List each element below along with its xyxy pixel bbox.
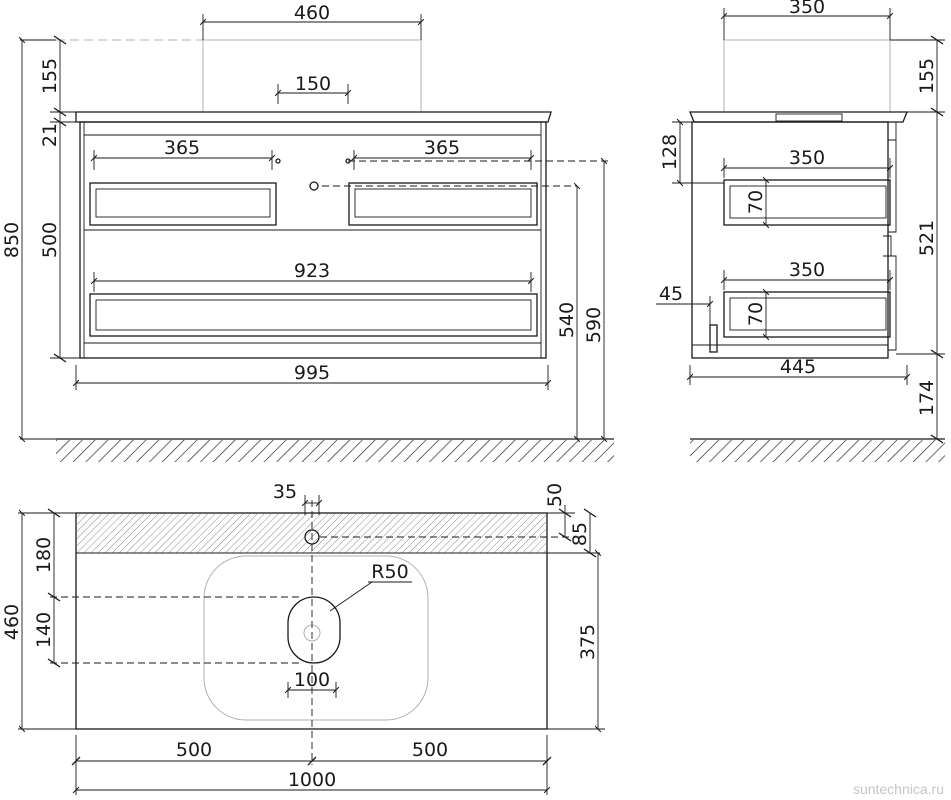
dim-outlet-height: 590	[583, 307, 605, 343]
side-lower-drawer	[723, 291, 891, 338]
top-view: R50 35 100 460 180 140 50 85 3	[1, 481, 605, 795]
dim-side-handle-upper: 70	[745, 190, 767, 214]
dim-side-drawer-lower: 350	[789, 259, 825, 281]
dim-side-front-inset: 45	[659, 283, 683, 305]
dim-drain-height: 540	[556, 302, 578, 338]
dim-side-body-height: 521	[916, 220, 938, 256]
dim-total-width: 1000	[288, 769, 336, 791]
side-view: 350 350 70 350 70 128 45 445	[656, 0, 945, 462]
dim-side-body-depth: 445	[780, 356, 816, 378]
dim-top-total-depth: 460	[1, 604, 23, 640]
side-countertop	[689, 111, 908, 123]
lower-drawer	[89, 293, 538, 337]
dim-side-basin-height: 155	[916, 58, 938, 94]
dim-drain-width: 100	[294, 669, 330, 691]
front-countertop	[75, 111, 552, 123]
dim-side-upper-offset: 128	[659, 134, 681, 170]
dim-corner-radius: R50	[371, 561, 408, 583]
dim-top-width: 460	[294, 2, 330, 24]
watermark: suntechnica.ru	[853, 781, 944, 797]
dim-left-half: 500	[176, 739, 212, 761]
side-upper-drawer	[723, 179, 891, 226]
dim-side-basin-depth: 350	[789, 0, 825, 18]
side-cabinet-body	[691, 121, 889, 359]
front-view: 460 150 365 365 923 995 850	[1, 2, 614, 462]
dim-side-floor-clearance: 174	[916, 380, 938, 416]
top-outline	[75, 512, 548, 730]
dim-drain-depth: 375	[577, 624, 599, 660]
dim-tap-width: 150	[295, 73, 331, 95]
dim-lower-drawer: 923	[294, 260, 330, 282]
dim-right-half: 500	[412, 739, 448, 761]
dim-tap-hole-edge: 50	[544, 483, 566, 507]
side-basin-outline	[723, 39, 891, 113]
basin-bowl-outline	[203, 555, 429, 721]
dim-body-width: 995	[294, 362, 330, 384]
dim-top-thickness: 21	[39, 123, 61, 147]
dim-total-height: 850	[1, 222, 23, 258]
upper-right-drawer	[348, 182, 538, 226]
dim-drain-spacing: 140	[33, 612, 55, 648]
dim-body-height: 500	[39, 222, 61, 258]
dim-tap-hole-offset: 35	[273, 481, 297, 503]
dim-hatch-depth: 85	[569, 522, 591, 546]
front-floor-hatch	[56, 440, 614, 462]
side-floor-hatch	[690, 440, 945, 462]
dim-upper-drawer-right: 365	[424, 137, 460, 159]
dim-upper-drawer-left: 365	[164, 137, 200, 159]
dim-basin-height: 155	[39, 58, 61, 94]
dim-side-drawer-upper: 350	[789, 147, 825, 169]
dim-side-handle-lower: 70	[745, 302, 767, 326]
front-cabinet-body	[79, 121, 547, 359]
drain-recess	[287, 596, 341, 664]
top-hatched-zone	[77, 514, 546, 553]
dim-back-to-basin: 180	[33, 537, 55, 573]
siphon-outlet	[309, 181, 319, 191]
upper-left-drawer	[89, 182, 277, 226]
